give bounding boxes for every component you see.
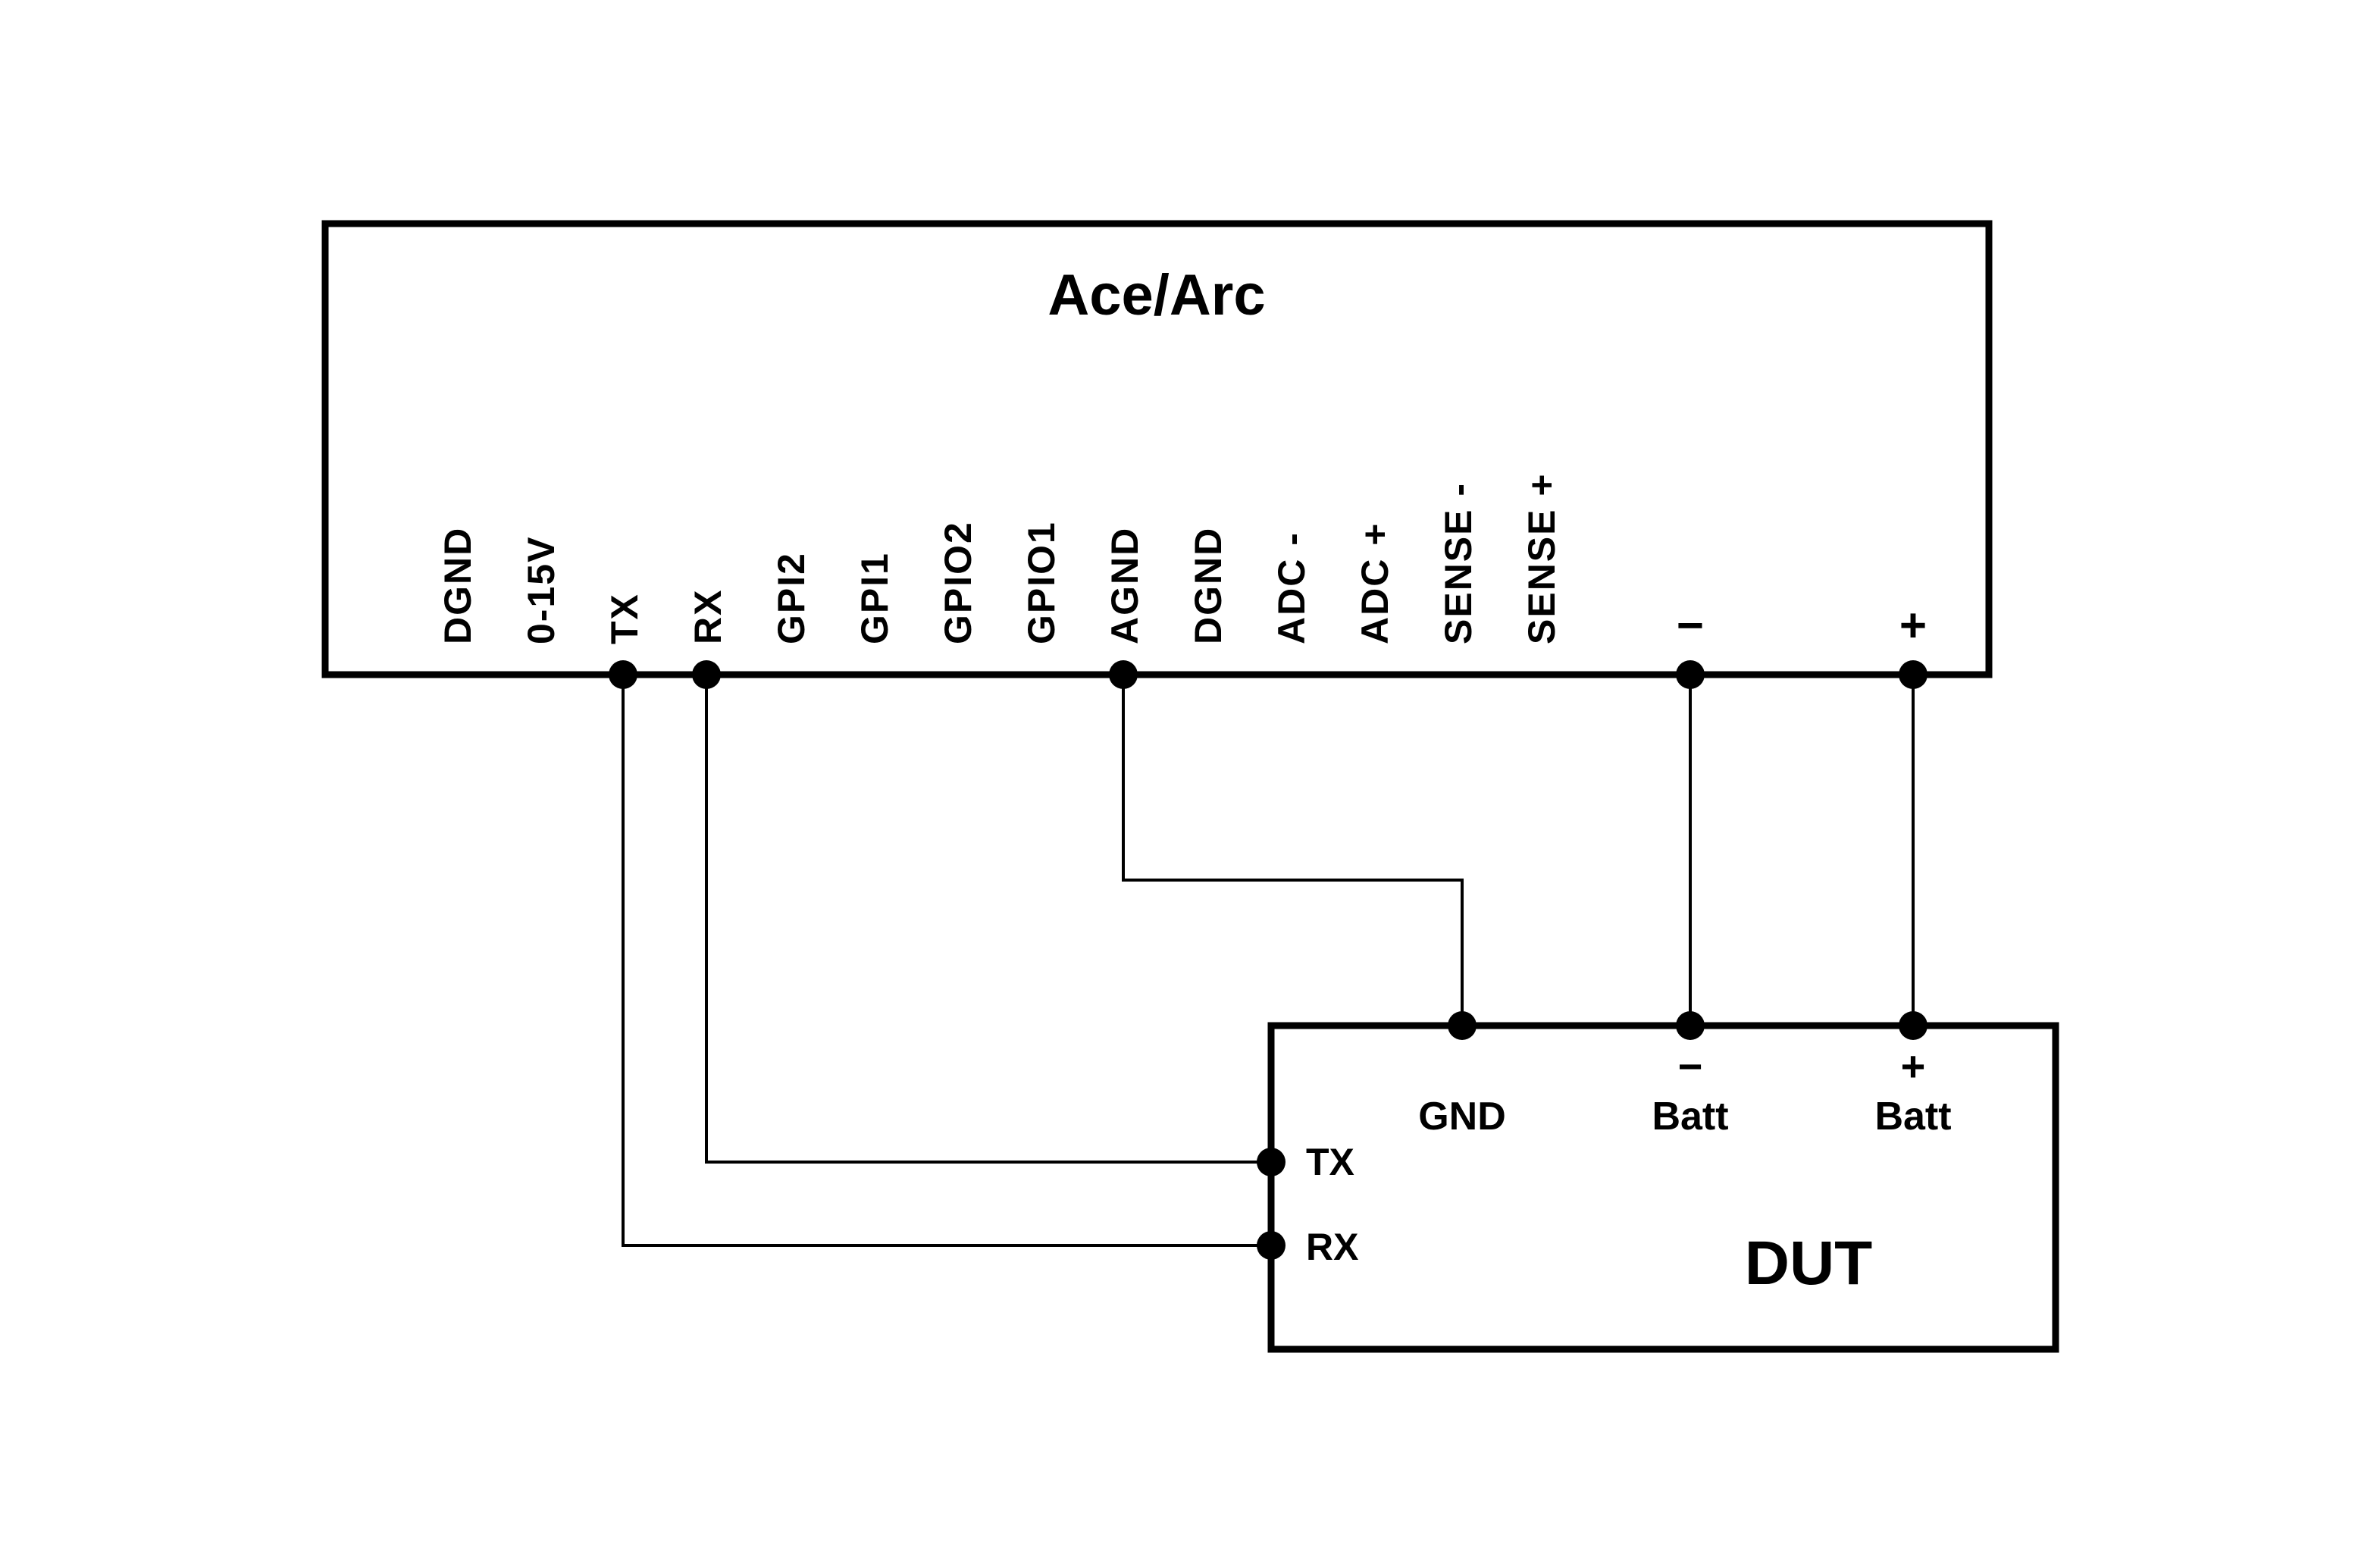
ace-pin-label-dgnd-1: DGND bbox=[437, 527, 479, 644]
ace-tx-dot bbox=[609, 660, 637, 689]
ace-pin-label-gpi1: GPI1 bbox=[853, 552, 896, 644]
dut-batt-plus-label: Batt bbox=[1874, 1095, 1951, 1139]
ace-pin-label-0-15v: 0-15V bbox=[520, 536, 562, 644]
ace-pin-label-dgnd-2: DGND bbox=[1187, 527, 1229, 644]
ace-batt-minus-dot bbox=[1676, 660, 1705, 689]
ace-pin-label-tx: TX bbox=[603, 593, 646, 644]
ace-batt-plus-dot bbox=[1899, 660, 1927, 689]
dut-title: DUT bbox=[1745, 1229, 1873, 1298]
dut-rx-dot bbox=[1257, 1231, 1286, 1260]
dut-gnd-dot bbox=[1448, 1011, 1477, 1040]
dut-box bbox=[1267, 1022, 2059, 1353]
dut-tx-dot bbox=[1257, 1148, 1286, 1176]
dut-batt-minus-sign: − bbox=[1678, 1042, 1703, 1090]
dut-tx-label: TX bbox=[1306, 1141, 1354, 1183]
ace-pin-label-gpio2: GPIO2 bbox=[937, 521, 979, 644]
dut-batt-minus-label: Batt bbox=[1652, 1095, 1728, 1139]
wire-ace-tx-to-dut-rx bbox=[622, 675, 1271, 1247]
wire-ace-rx-to-dut-tx bbox=[705, 675, 1271, 1164]
ace-rx-dot bbox=[692, 660, 721, 689]
ace-batt-minus-sign: − bbox=[1677, 600, 1704, 652]
ace-arc-title: Ace/Arc bbox=[1048, 263, 1265, 327]
dut-batt-plus-sign: + bbox=[1901, 1042, 1926, 1090]
ace-pin-label-gpio1: GPIO1 bbox=[1020, 521, 1063, 644]
ace-pin-label-gpi2: GPI2 bbox=[770, 552, 813, 644]
ace-agnd-dot bbox=[1109, 660, 1138, 689]
ace-pin-label-sense-minus: SENSE - bbox=[1437, 482, 1480, 644]
ace-pin-label-adc-minus: ADC - bbox=[1270, 531, 1313, 644]
dut-rx-label: RX bbox=[1306, 1226, 1358, 1268]
ace-pin-label-sense-plus: SENSE + bbox=[1520, 472, 1563, 644]
dut-gnd-label: GND bbox=[1418, 1095, 1506, 1139]
ace-pin-label-agnd: AGND bbox=[1104, 527, 1146, 644]
dut-batt-minus-dot bbox=[1676, 1011, 1705, 1040]
ace-batt-plus-sign: + bbox=[1899, 600, 1927, 652]
ace-pin-label-adc-plus: ADC + bbox=[1354, 522, 1396, 644]
ace-pin-label-rx: RX bbox=[687, 589, 729, 644]
wire-agnd-to-gnd bbox=[1122, 675, 1464, 1026]
dut-batt-plus-dot bbox=[1899, 1011, 1927, 1040]
ace-arc-box bbox=[321, 220, 1993, 678]
